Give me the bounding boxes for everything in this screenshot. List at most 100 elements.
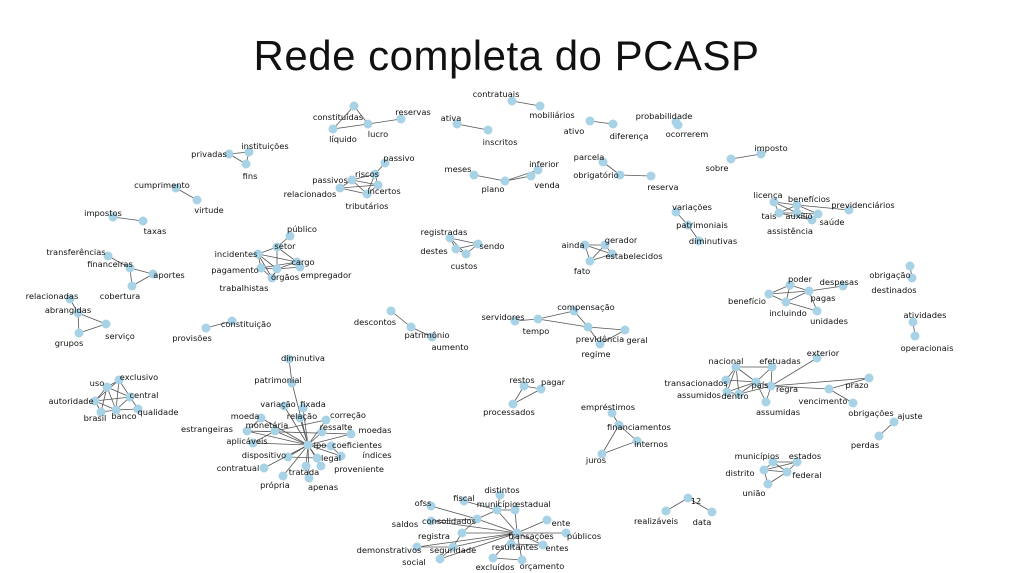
node-processados xyxy=(508,399,518,409)
edge-grupos-servico xyxy=(78,323,107,334)
node-label-contratual: contratual xyxy=(217,463,260,473)
node-interno xyxy=(632,436,642,446)
node-impostos xyxy=(108,212,118,222)
node-label-tais: tais xyxy=(762,211,777,221)
node-destes xyxy=(451,244,461,254)
node-relacionados xyxy=(335,183,345,193)
node-aplicaveis xyxy=(248,438,258,448)
node-label-estados: estados xyxy=(789,451,821,461)
node-nacional xyxy=(731,362,741,372)
node-registradas xyxy=(445,233,455,243)
node-municipio xyxy=(492,505,502,515)
node-label-distrito: distrito xyxy=(725,468,754,478)
edge-fixada-ipo xyxy=(302,407,309,446)
node-ajuste xyxy=(889,417,899,427)
edge-ofss-consolidados xyxy=(430,505,478,520)
node-label-custos: custos xyxy=(451,261,478,271)
node-label-compensacao: compensação xyxy=(557,302,614,312)
node-transacionados xyxy=(721,375,731,385)
node-sendo xyxy=(473,239,483,249)
node-central xyxy=(125,392,135,402)
node-auxilio xyxy=(792,208,802,218)
node-despesas xyxy=(838,281,848,291)
node-brasil xyxy=(96,407,106,417)
edge-exterior-regra xyxy=(770,357,818,387)
edge-consolidados-saldos xyxy=(430,518,478,522)
node-label-consolidados: consolidados xyxy=(422,516,476,526)
node-dentro xyxy=(734,389,744,399)
edge-ainda-estabelecidos xyxy=(584,244,613,255)
node-label-propria: própria xyxy=(260,480,290,490)
node-label-estadual: estadual xyxy=(515,499,551,509)
node-label-constituicao: constituição xyxy=(221,319,271,329)
edge-financiamentos-juros xyxy=(601,424,620,455)
node-qualidade xyxy=(133,404,143,414)
node-ofss xyxy=(426,501,436,511)
node-constituidas xyxy=(349,101,359,111)
node-label-fiscal: fiscal xyxy=(453,493,475,503)
node-reserva xyxy=(646,171,656,181)
node-label-servico: serviço xyxy=(105,331,135,341)
node-label-cargo: cargo xyxy=(291,257,314,267)
node-label-assistencia: assistência xyxy=(767,226,813,236)
node-label-restos: restos xyxy=(509,375,534,385)
edge-pagar-processados xyxy=(512,388,542,405)
node-label-variacao: variação xyxy=(260,399,296,409)
node-label-fins: fins xyxy=(243,171,258,181)
node-label-publico: público xyxy=(287,224,317,234)
node-exclusivo xyxy=(114,375,124,385)
node-gerador xyxy=(600,240,610,250)
node-label-qualidade: qualidade xyxy=(138,407,179,417)
node-label-atividades: atividades xyxy=(904,310,947,320)
node-label-previdencia: previdência xyxy=(576,334,624,344)
node-grupos xyxy=(74,328,84,338)
edge-resultantes-entes xyxy=(510,543,544,546)
node-distintos xyxy=(495,490,505,500)
node-label-beneficio: benefício xyxy=(728,296,766,306)
node-label-unidades: unidades xyxy=(810,316,848,326)
node-label-orcamento: orçamento xyxy=(520,561,565,571)
node-entes xyxy=(538,540,548,550)
node-estadual xyxy=(510,505,520,515)
node-label-imposto: imposto xyxy=(754,143,787,153)
edge-dispositivo-legal xyxy=(287,456,318,459)
node-label-instituicoes: instituições xyxy=(241,141,288,151)
node-monetaria xyxy=(270,426,280,436)
node-relacionadas xyxy=(65,294,75,304)
node-label-tempo: tempo xyxy=(523,326,550,336)
node-label-abrangidas: abrangidas xyxy=(45,305,91,315)
node-patrimoniais xyxy=(683,220,693,230)
node-uso xyxy=(102,382,112,392)
node-label-fato: fato xyxy=(574,266,590,276)
node-obrigatorio xyxy=(615,170,625,180)
node-label-central: central xyxy=(130,390,159,400)
edge-transacoes-social xyxy=(439,532,518,560)
edge-monetaria-ipo xyxy=(274,430,309,446)
node-label-legal: legal xyxy=(321,453,341,463)
node-label-destinados: destinados xyxy=(871,285,916,295)
node-estabelecidos xyxy=(607,249,617,259)
edge-transacoes-excluidos xyxy=(492,532,518,559)
node-demonstrativos xyxy=(412,542,422,552)
node-label-despesas: despesas xyxy=(820,277,859,287)
edge-moedas-estrangeiras xyxy=(246,430,352,435)
node-licenca xyxy=(769,197,779,207)
node-estados xyxy=(792,457,802,467)
node-empregador xyxy=(295,262,305,272)
node-label-incidentes: incidentes xyxy=(215,249,258,259)
edge-incluindo-unidades xyxy=(785,301,818,312)
edge-transacoes-entes xyxy=(516,532,544,546)
edge-correcao-ipo xyxy=(307,419,327,446)
node-virtude xyxy=(192,195,202,205)
edge-central-autoridade xyxy=(94,396,131,402)
node-custos xyxy=(461,249,471,259)
node-label-impostos: impostos xyxy=(84,208,122,218)
node-label-dispositivo: dispositivo xyxy=(242,450,286,460)
node-label-ajuste: ajuste xyxy=(897,411,922,421)
node-label-auxilio: auxílio xyxy=(785,211,812,221)
node-label-gerador: gerador xyxy=(605,235,638,245)
node-label-uso: uso xyxy=(90,378,105,388)
node-label-relacao: relação xyxy=(287,411,317,421)
node-correcao xyxy=(321,415,331,425)
